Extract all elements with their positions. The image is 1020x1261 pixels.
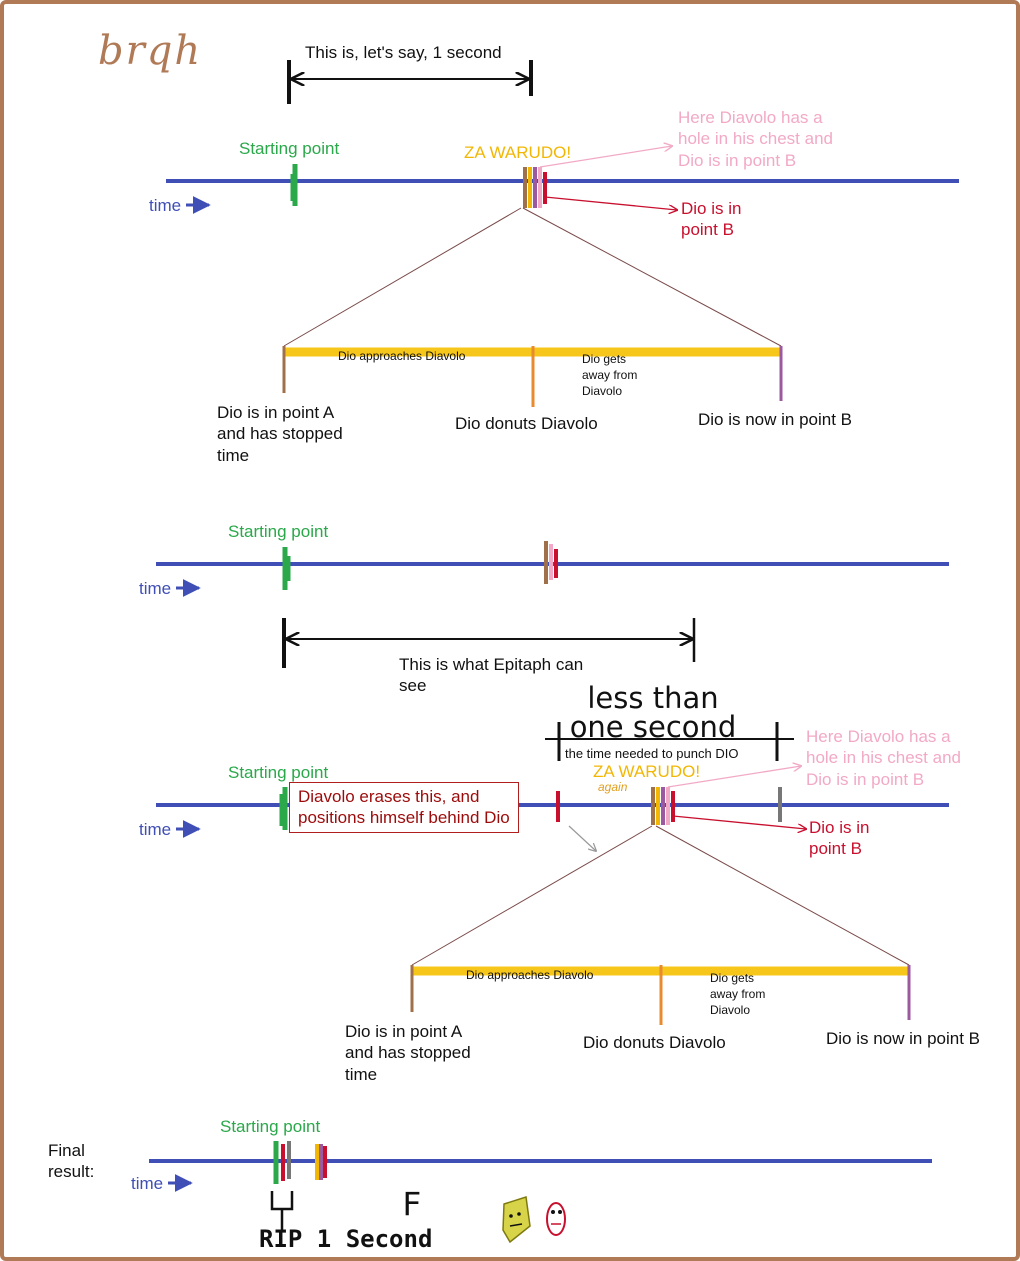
rip-bracket [270, 1191, 294, 1230]
panel3-graphics [156, 722, 949, 1025]
time-label-final: time [131, 1174, 164, 1193]
starting-point-label-3: Starting point [228, 763, 329, 782]
away-label-1-line: away from [582, 368, 638, 383]
away-label-1-line: Dio gets [582, 352, 627, 366]
point-a-label-3: Dio is in point A and has stopped time [345, 1021, 471, 1085]
time-label-2: time [139, 579, 172, 598]
za-warudo-label-3: ZA WARUDO! [593, 762, 701, 781]
start-mark-1 [290, 164, 298, 206]
panel1-graphics [166, 60, 959, 407]
red-note-1-line: Dio is in [681, 199, 742, 218]
pink-note-3-line: Here Diavolo has a [806, 727, 951, 746]
final-result-label: Final result: [48, 1140, 94, 1183]
donuts-label-3: Dio donuts Diavolo [583, 1033, 726, 1052]
point-a-label-1-line: and has stopped [217, 424, 343, 444]
point-a-label-1: Dio is in point A and has stopped time [217, 402, 343, 466]
pink-arrow-3 [667, 766, 801, 788]
approach-label-3: Dio approaches Diavolo [466, 968, 594, 982]
event-cluster-3 [651, 787, 675, 825]
red-note-3-line: Dio is in [809, 818, 870, 837]
pink-note-3: Here Diavolo has a hole in his chest and… [806, 726, 961, 790]
away-label-1-line: Diavolo [582, 384, 623, 399]
away-label-3-line: Diavolo [710, 1003, 751, 1018]
point-b-label-3: Dio is now in point B [826, 1029, 981, 1048]
erase-box-line: positions himself behind Dio [298, 808, 510, 828]
start-mark-2 [282, 547, 291, 590]
epitaph-label: This is what Epitaph can see [399, 654, 583, 697]
pink-note-1: Here Diavolo has a hole in his chest and… [678, 107, 833, 171]
gray-arrow-3 [568, 825, 596, 851]
approach-label-1: Dio approaches Diavolo [338, 349, 466, 363]
time-label-3: time [139, 820, 172, 839]
point-a-label-1-line: Dio is in point A [217, 403, 335, 422]
pink-arrow-1 [539, 146, 672, 168]
less-than-line: one second [569, 710, 737, 744]
starting-point-label-2: Starting point [228, 522, 329, 541]
donuts-label-1: Dio donuts Diavolo [455, 414, 598, 433]
pink-note-3-line: Dio is in point B [806, 769, 925, 789]
event-cluster-1 [523, 167, 547, 208]
doodle-red-face [546, 1202, 566, 1236]
red-note-3-line: point B [809, 839, 862, 859]
less-than-line: less than [587, 681, 719, 715]
event-cluster-2 [544, 541, 558, 584]
epitaph-label-line: This is what Epitaph can [399, 655, 584, 674]
za-warudo-label-1: ZA WARUDO! [464, 143, 572, 162]
red-arrow-1 [544, 196, 677, 210]
red-note-3: Dio is in point B [809, 817, 869, 860]
starting-point-label-final: Starting point [220, 1117, 321, 1136]
point-a-label-3-line: and has stopped [345, 1043, 471, 1063]
final-result-line: Final [48, 1141, 85, 1160]
erase-box-line: Diavolo erases this, and [298, 787, 480, 806]
final-cluster-event [315, 1144, 327, 1180]
punch-time-label: the time needed to punch DIO [565, 746, 739, 761]
diagram-graphics [149, 60, 959, 1244]
away-label-3-line: Dio gets [710, 971, 755, 985]
less-than-bracket [545, 722, 794, 761]
zoom-lines-3 [411, 825, 910, 966]
again-label: again [598, 780, 628, 794]
red-arrow-3 [672, 815, 806, 829]
epitaph-label-line: see [399, 676, 427, 696]
red-note-1: Dio is in point B [681, 198, 741, 241]
point-b-label-1: Dio is now in point B [698, 410, 853, 429]
erase-box: Diavolo erases this, and positions himse… [289, 782, 519, 833]
away-label-3: Dio gets away from Diavolo [710, 970, 765, 1019]
one-second-label: This is, let's say, 1 second [305, 43, 502, 62]
less-than-label: less than one second [562, 684, 744, 742]
final-result-line: result: [48, 1162, 95, 1182]
red-note-1-line: point B [681, 220, 734, 240]
zoom-lines-1 [283, 207, 782, 347]
f-label: F [402, 1185, 422, 1223]
pink-note-3-line: hole in his chest and [806, 748, 961, 768]
time-label-1: time [149, 196, 182, 215]
pink-note-1-line: Dio is in point B [678, 150, 797, 170]
final-cluster-start [273, 1141, 291, 1184]
scribble-text: brqh [98, 28, 203, 74]
point-a-label-3-line: Dio is in point A [345, 1022, 463, 1041]
final-graphics [149, 1141, 932, 1244]
away-label-3-line: away from [710, 987, 766, 1002]
one-second-bracket [287, 60, 533, 104]
epitaph-bracket [282, 618, 696, 668]
pink-note-1-line: hole in his chest and [678, 129, 833, 149]
rip-label: RIP 1 Second [259, 1225, 433, 1253]
start-mark-3 [279, 787, 288, 830]
pink-note-1-line: Here Diavolo has a [678, 108, 823, 127]
away-label-1: Dio gets away from Diavolo [582, 351, 637, 400]
starting-point-label-1: Starting point [239, 139, 340, 158]
point-a-label-1-line: time [217, 445, 250, 465]
point-a-label-3-line: time [345, 1064, 378, 1084]
panel2-graphics [156, 541, 949, 668]
doodle-yellow-face [502, 1196, 531, 1244]
